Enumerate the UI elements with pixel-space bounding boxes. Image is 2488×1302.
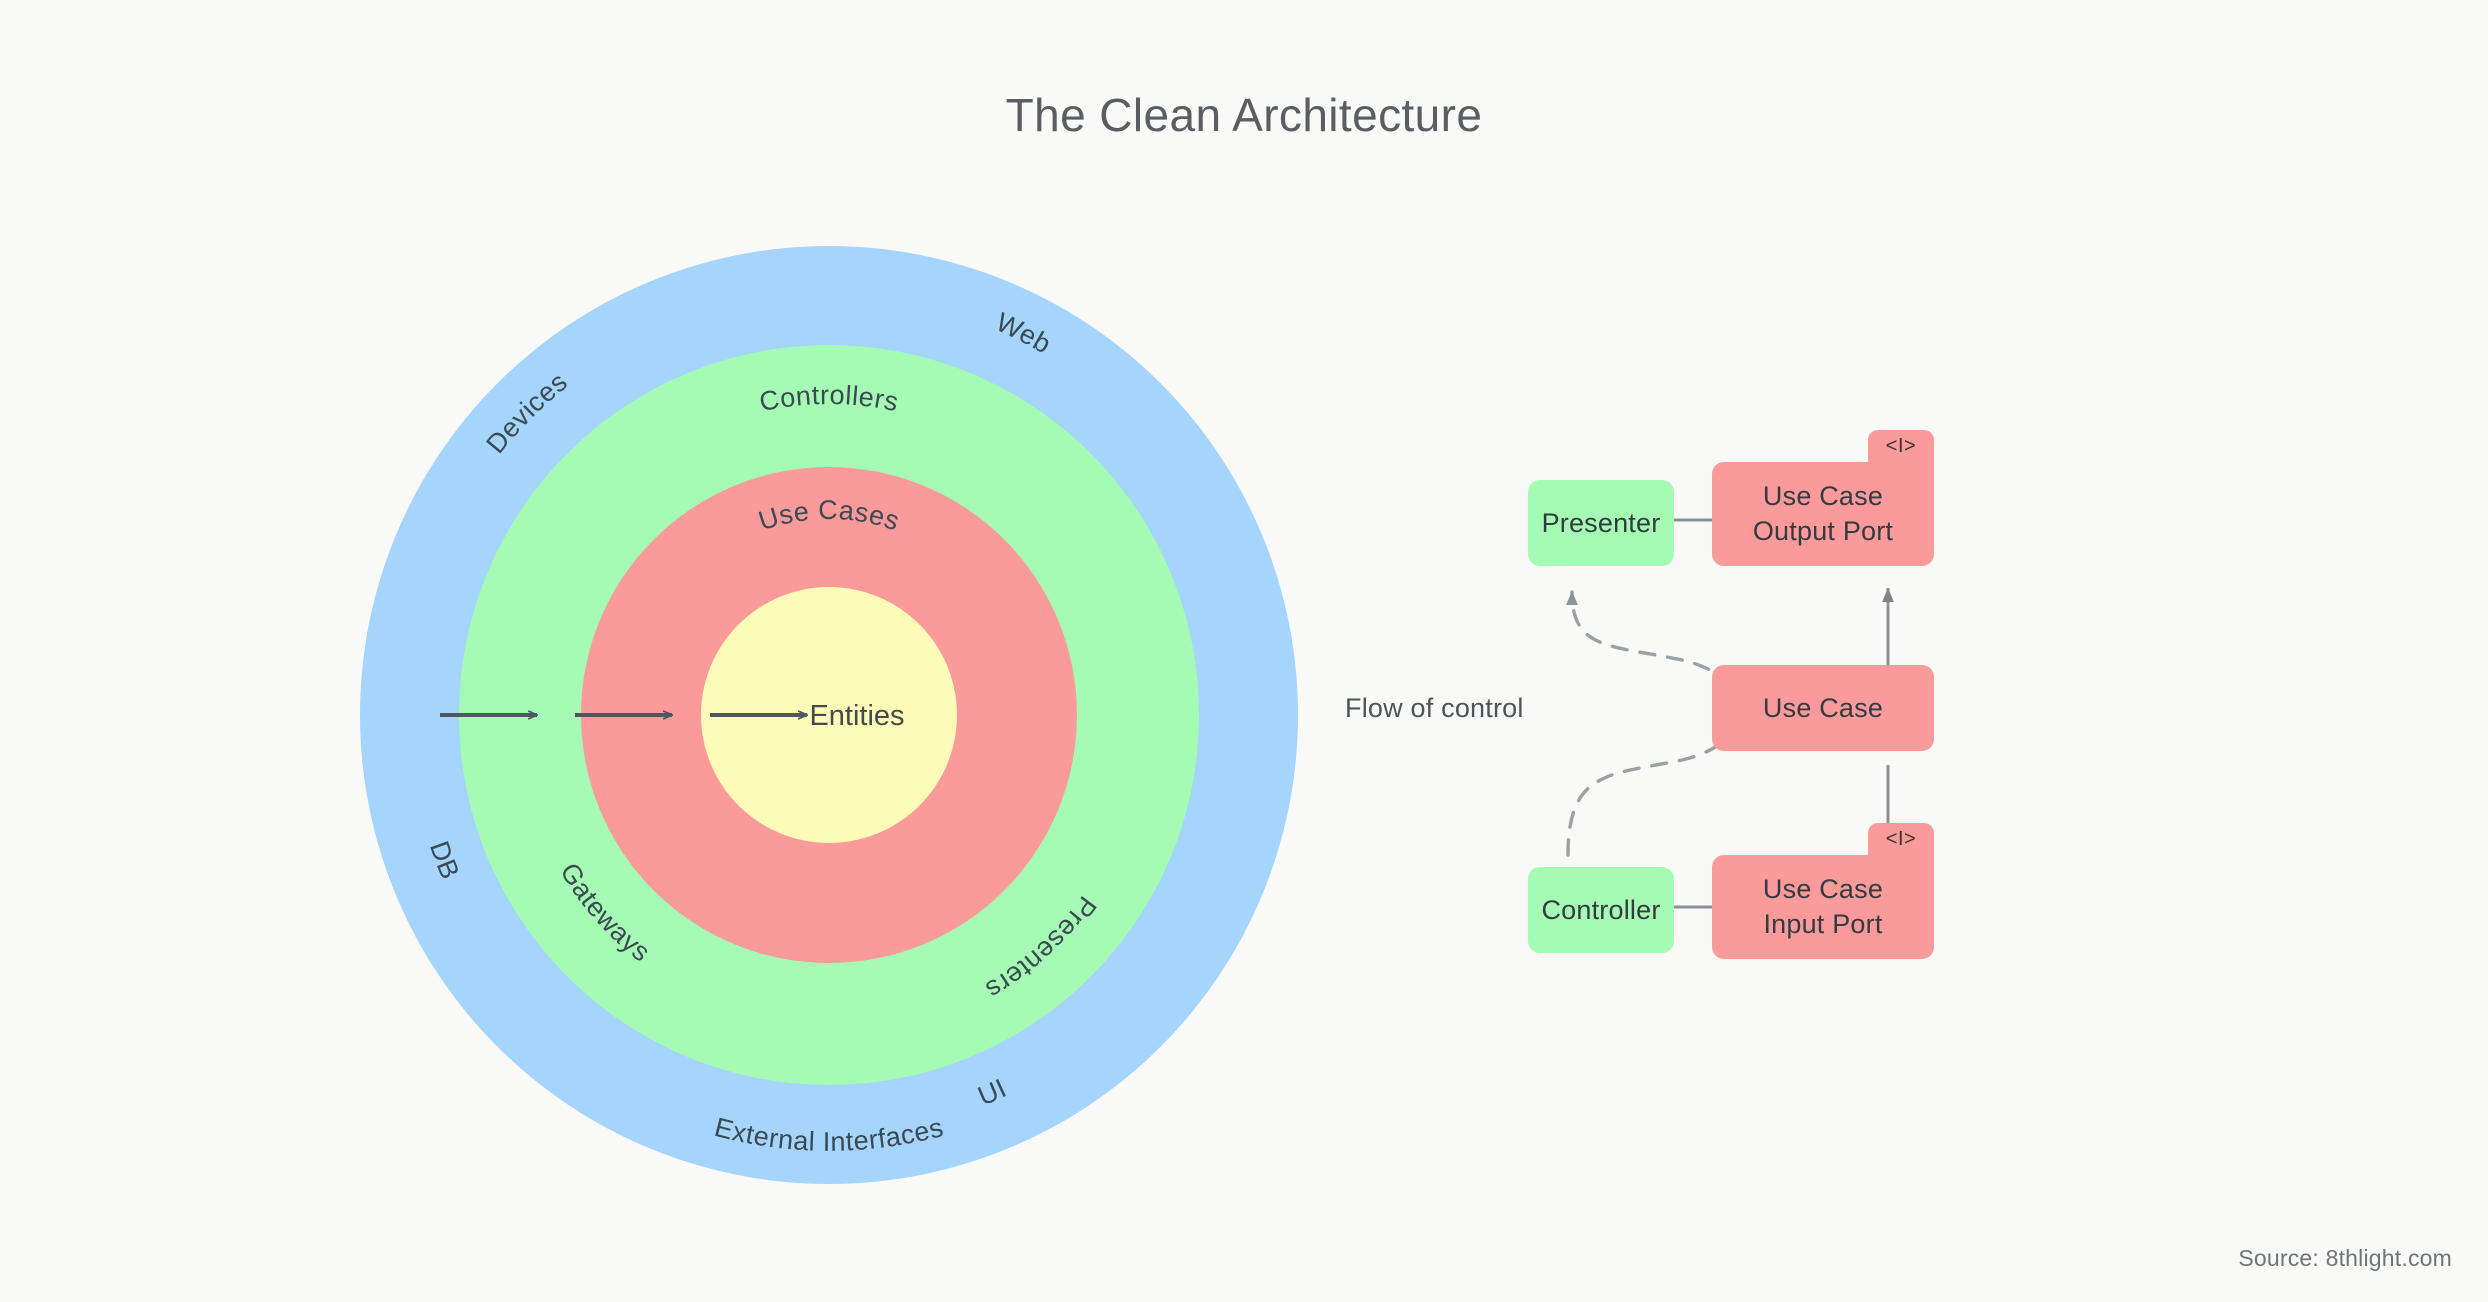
uml-node-presenter-label: Presenter bbox=[1541, 507, 1661, 538]
uml-node-presenter[interactable]: Presenter bbox=[1528, 480, 1674, 566]
page-title: The Clean Architecture bbox=[1005, 89, 1483, 141]
ring-label-entities: Entities bbox=[809, 700, 904, 732]
ring-enterprise-business-rules bbox=[701, 587, 957, 843]
uml-node-layer: Presenter <I> Use Case Output Port Use C… bbox=[1345, 400, 2400, 1050]
interface-stereotype-label: <I> bbox=[1885, 435, 1917, 457]
flow-of-control-label: Flow of control bbox=[1345, 693, 1524, 723]
uml-node-controller-label: Controller bbox=[1541, 894, 1661, 925]
uml-node-use-case-input-port[interactable]: <I> Use Case Input Port bbox=[1712, 823, 1934, 959]
uml-node-use-case-input-port-label: Use Case Input Port bbox=[1762, 874, 1884, 939]
uml-node-use-case-label: Use Case bbox=[1762, 692, 1884, 723]
interface-stereotype-tab-input-port: <I> bbox=[1868, 823, 1934, 867]
interface-stereotype-tab-output-port: <I> bbox=[1868, 430, 1934, 474]
uml-node-use-case-output-port[interactable]: <I> Use Case Output Port bbox=[1712, 430, 1934, 566]
uml-node-controller[interactable]: Controller bbox=[1528, 867, 1674, 953]
interface-stereotype-label: <I> bbox=[1885, 828, 1917, 850]
source-attribution: Source: 8thlight.com bbox=[2238, 1245, 2452, 1271]
uml-node-use-case[interactable]: Use Case bbox=[1712, 665, 1934, 751]
uml-node-use-case-output-port-label: Use Case Output Port bbox=[1752, 481, 1894, 546]
